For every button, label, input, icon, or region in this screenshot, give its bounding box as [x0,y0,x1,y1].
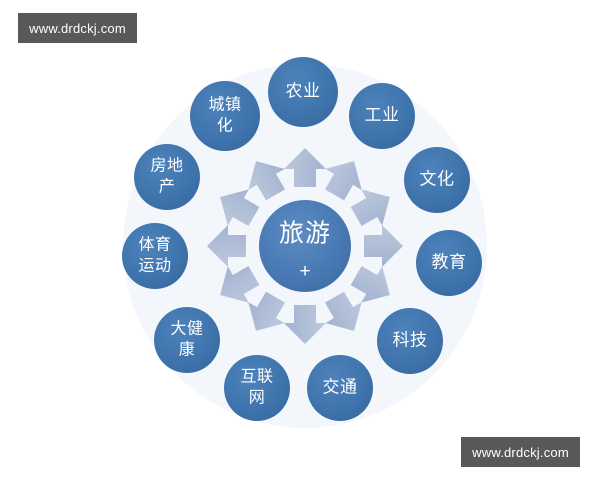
category-node[interactable]: 教育 [416,230,482,296]
category-circle[interactable] [404,147,470,213]
category-circle[interactable] [377,308,443,374]
arrow-ring [207,148,403,344]
category-circle[interactable] [224,355,290,421]
category-circle[interactable] [134,144,200,210]
category-label: 科技 [393,330,428,349]
category-label: 产 [159,178,176,196]
category-label: 教育 [432,252,467,271]
hub-node[interactable]: 旅游 + [259,200,351,292]
category-circle[interactable] [122,223,188,289]
radial-arrow [207,225,246,267]
category-circle[interactable] [349,83,415,149]
category-node[interactable]: 城镇化 [190,81,260,151]
category-label: 文化 [420,169,455,188]
category-node[interactable]: 科技 [377,308,443,374]
radial-arrow [248,161,286,201]
category-label: 大健 [170,320,203,338]
hub-label: 旅游 [279,220,331,248]
radial-arrow [324,161,362,201]
category-node[interactable]: 交通 [307,355,373,421]
radial-arrow [284,148,326,187]
category-circle[interactable] [268,57,338,127]
category-node[interactable]: 农业 [268,57,338,127]
category-label: 互联 [240,368,273,386]
category-node[interactable]: 工业 [349,83,415,149]
category-label: 房地 [150,157,183,175]
radial-arrow [284,305,326,344]
category-label: 运动 [138,257,171,275]
category-label: 城镇 [208,96,241,114]
radial-arrow [350,265,390,303]
category-node[interactable]: 大健康 [154,307,220,373]
category-node[interactable]: 房地产 [134,144,200,210]
hub-circle[interactable] [259,200,351,292]
category-label: 网 [249,390,266,407]
radial-arrow [350,189,390,227]
radial-arrow [220,189,260,227]
category-label: 康 [179,341,196,359]
radial-arrow [364,225,403,267]
category-circle[interactable] [307,355,373,421]
radial-arrow [324,291,362,331]
radial-arrow [220,265,260,303]
watermark-bottom: www.drdckj.com [461,437,580,467]
category-node[interactable]: 互联网 [224,355,290,421]
category-circle[interactable] [416,230,482,296]
category-node[interactable]: 文化 [404,147,470,213]
category-label: 化 [217,117,234,135]
category-circle[interactable] [190,81,260,151]
hub-plus-label: + [299,261,310,282]
category-label: 体育 [138,236,171,254]
category-circle[interactable] [154,307,220,373]
watermark-top: www.drdckj.com [18,13,137,43]
category-label: 农业 [286,81,321,100]
radial-arrow [248,291,286,331]
category-label: 交通 [323,377,358,396]
category-label: 工业 [365,105,400,124]
